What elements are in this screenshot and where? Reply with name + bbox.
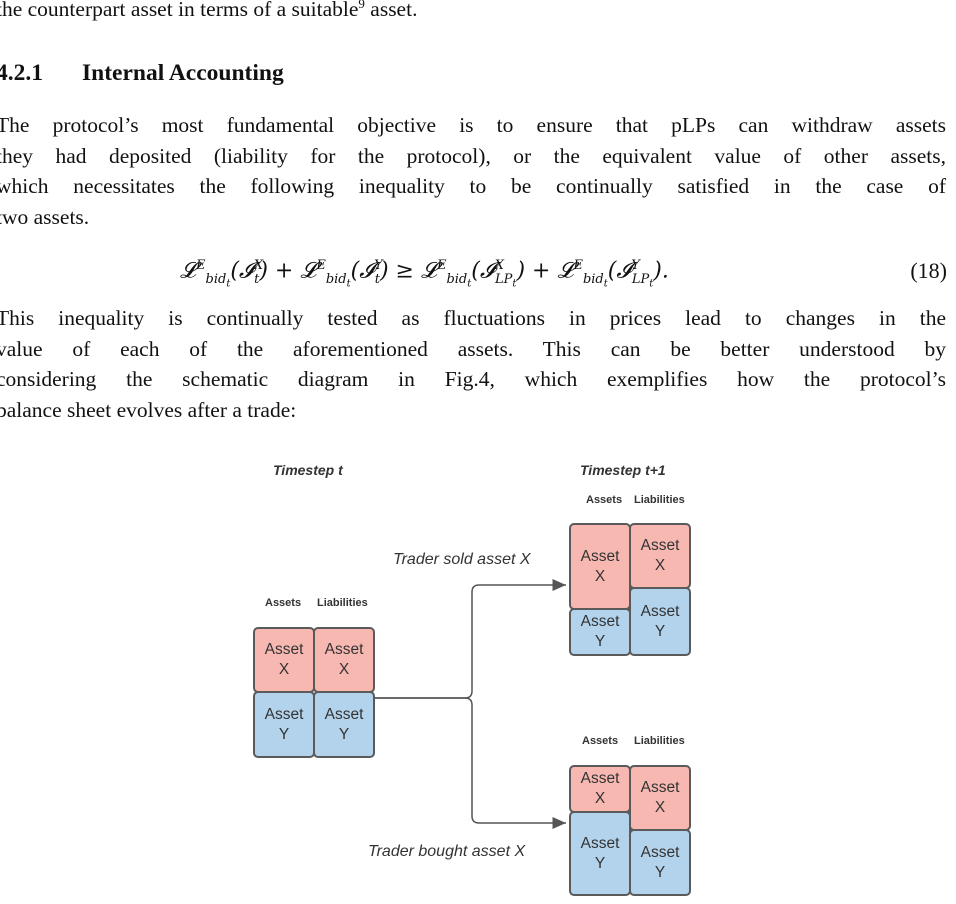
column-header-assets: Assets	[586, 494, 623, 506]
column-header-assets: Assets	[265, 597, 302, 609]
top-line-end: asset.	[364, 0, 418, 21]
arrow-to-sold	[375, 579, 566, 699]
paragraph-line: This inequality is continually tested as…	[0, 306, 946, 330]
trader-bought-label: Trader bought asset X	[368, 843, 526, 860]
column-header-liabilities: Liabilities	[634, 494, 685, 506]
equation-18: 𝓛Ebidt(𝓘Xt) + 𝓛Ebidt(𝓘Yt) ≥ 𝓛Ebidt(𝓘XLPt…	[180, 258, 669, 290]
column-header-liabilities: Liabilities	[634, 735, 685, 747]
paragraph-line: two assets.	[0, 204, 90, 229]
paragraph-line: The protocol’s most fundamental objectiv…	[0, 113, 946, 137]
top-line-text: the counterpart asset in terms of a suit…	[0, 0, 359, 21]
timestep-t1-label: Timestep t+1	[580, 462, 666, 478]
trader-sold-label: Trader sold asset X	[393, 551, 531, 568]
equation-number: (18)	[910, 258, 947, 283]
section-title: Internal Accounting	[82, 60, 284, 86]
paragraph-2: This inequality is continually tested as…	[0, 303, 946, 425]
footnote-marker: 9	[358, 0, 365, 11]
paragraph-line: considering the schematic diagram in Fig…	[0, 367, 946, 391]
timestep-t-label: Timestep t	[273, 462, 343, 478]
paragraph-line: which necessitates the following inequal…	[0, 174, 946, 198]
section-number: 4.2.1	[0, 60, 43, 86]
paragraph-line: balance sheet evolves after a trade:	[0, 397, 297, 422]
section-heading: 4.2.1 Internal Accounting	[0, 60, 284, 87]
paragraph-line: they had deposited (liability for the pr…	[0, 143, 946, 168]
column-header-liabilities: Liabilities	[317, 597, 368, 609]
column-header-assets: Assets	[582, 735, 619, 747]
top-line: the counterpart asset in terms of a suit…	[0, 0, 417, 22]
paragraph-line: value of each of the aforementioned asse…	[0, 336, 946, 361]
arrow-to-bought	[375, 697, 566, 829]
paragraph-1: The protocol’s most fundamental objectiv…	[0, 110, 946, 232]
